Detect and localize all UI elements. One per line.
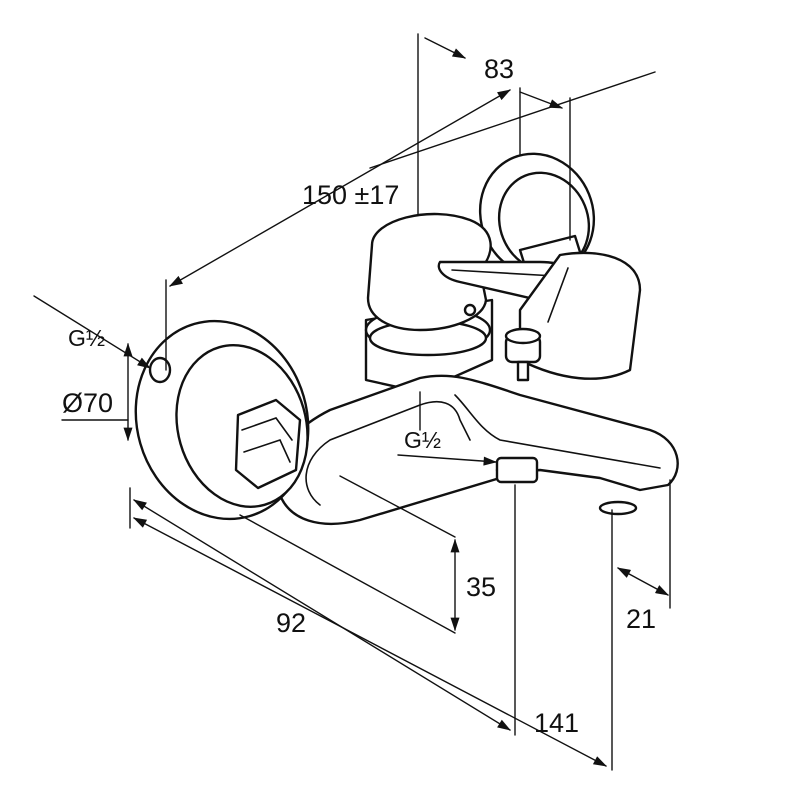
left-wall-connector xyxy=(134,319,310,521)
dim-diameter-70: Ø70 xyxy=(62,388,113,418)
diverter-housing xyxy=(518,251,642,380)
diverter-knob xyxy=(504,327,542,382)
thread-left: G½ xyxy=(68,325,105,351)
dim-21: 21 xyxy=(626,604,656,634)
dim-150: 150 ±17 xyxy=(302,180,399,210)
dim-141: 141 xyxy=(534,708,579,738)
dimension-labels: 83 150 ±17 G½ Ø70 G½ 35 92 141 21 xyxy=(62,54,656,738)
dim-83: 83 xyxy=(484,54,514,84)
thread-spout: G½ xyxy=(404,427,441,453)
dim-35: 35 xyxy=(466,572,496,602)
spout xyxy=(273,374,679,525)
dim-92: 92 xyxy=(276,608,306,638)
dimension-lines xyxy=(33,33,671,771)
